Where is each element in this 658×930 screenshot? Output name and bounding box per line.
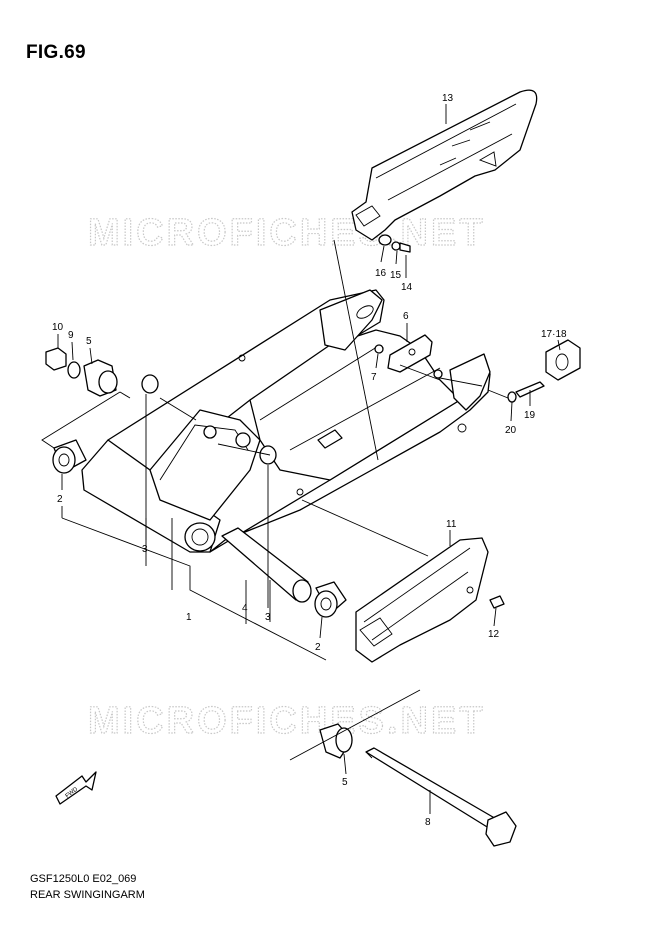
figure-title: FIG.69 [26,42,86,63]
callouts: 13 16 15 14 10 9 5 6 7 17·18 19 20 2 [52,93,567,828]
callout-6: 6 [403,311,409,322]
assembly-lines [41,239,509,761]
callout-12: 12 [488,629,500,640]
callout-14: 14 [401,282,413,293]
callout-20: 20 [505,425,517,436]
callout-15: 15 [390,270,402,281]
callout-5-lower: 5 [342,777,348,788]
callout-7: 7 [371,372,377,383]
chain-case-lower [355,537,505,663]
chain-adjuster [507,339,581,403]
callout-2-right: 2 [315,642,321,653]
callout-13: 13 [442,93,454,104]
callout-9: 9 [68,330,74,341]
callout-17-18: 17·18 [541,329,567,340]
callout-1: 1 [186,612,192,623]
callout-5-upper: 5 [86,336,92,347]
watermark-bottom: MICROFICHES.NET [88,700,486,742]
pivot-hardware-left [45,347,118,397]
callout-3-right: 3 [265,612,271,623]
callout-8: 8 [425,817,431,828]
callout-10: 10 [52,322,64,333]
watermark-top: MICROFICHES.NET [88,212,486,254]
chain-case-bracket [374,334,443,381]
pivot-spacer [221,527,312,603]
section-name: REAR SWINGINGARM [30,889,145,901]
callout-2-left: 2 [57,494,63,505]
swingarm-body [81,289,491,553]
callout-11: 11 [446,519,457,530]
bearing-left [52,439,87,474]
pivot-shaft [365,747,517,847]
bearing-right [314,581,347,618]
pivot-collar-lower [319,723,353,759]
chain-case-upper [351,89,538,241]
callout-3-left: 3 [142,544,148,555]
callout-19: 19 [524,410,536,421]
callout-16: 16 [375,268,387,279]
model-code: GSF1250L0 E02_069 [30,873,137,885]
fwd-arrow-icon: FWD [55,771,97,805]
washer-nut-bolt-set [378,234,411,253]
callout-4: 4 [242,603,248,614]
